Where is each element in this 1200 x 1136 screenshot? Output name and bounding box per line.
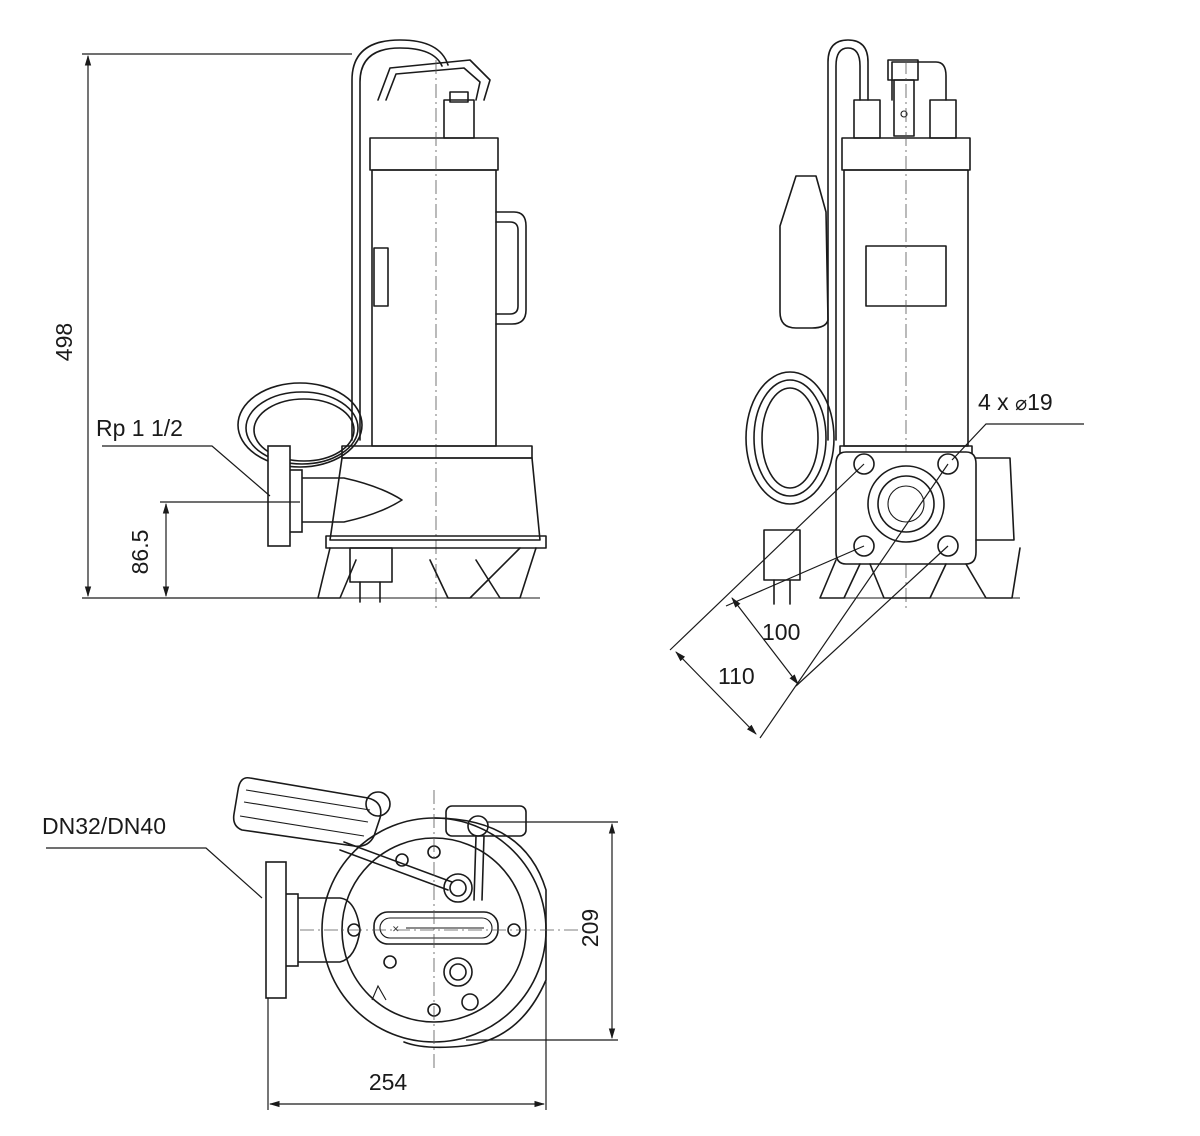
- label-connection-thread: Rp 1 1/2: [96, 415, 183, 441]
- diameter-symbol: ⌀: [1015, 393, 1027, 415]
- label-bolt-holes: 4 x ⌀19: [978, 389, 1053, 415]
- brand-mark: ✕: [392, 924, 400, 934]
- bolt-holes-count: 4 x: [978, 389, 1015, 415]
- top-view-dimensions: [46, 821, 618, 1110]
- label-flange-size: DN32/DN40: [42, 813, 166, 839]
- side-view-dimensions: [82, 53, 352, 599]
- dim-inlet-height: 86.5: [127, 530, 153, 575]
- front-view-dimensions: [669, 423, 1084, 739]
- dim-pitch-inner: 100: [762, 619, 800, 645]
- dim-width: 254: [369, 1069, 408, 1095]
- dim-pitch-outer: 110: [718, 663, 755, 689]
- dim-depth: 209: [577, 909, 603, 947]
- top-view: ✕: [232, 776, 580, 1070]
- side-view: [237, 39, 547, 610]
- dim-height-total: 498: [51, 323, 77, 361]
- front-view: [745, 39, 1021, 610]
- bolt-diameter: 19: [1027, 389, 1053, 415]
